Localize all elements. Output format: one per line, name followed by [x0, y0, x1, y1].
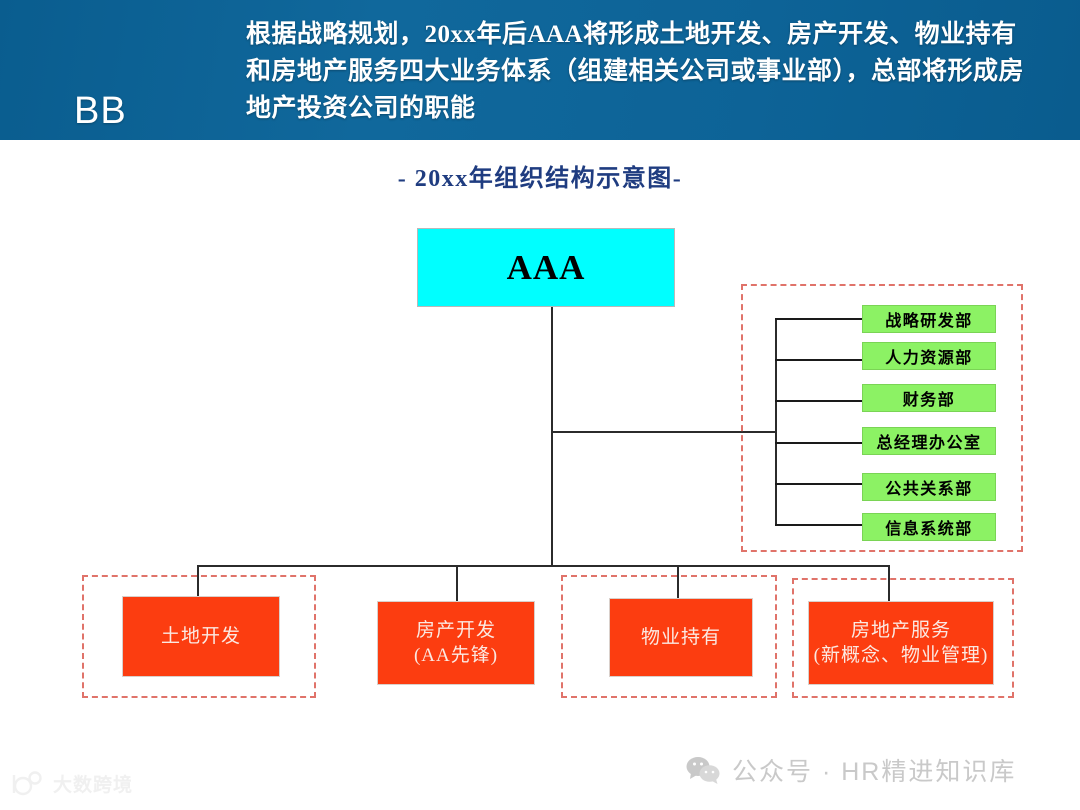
- connector-biz-drop-1: [197, 565, 199, 596]
- org-node-business-4[interactable]: 房地产服务 (新概念、物业管理): [808, 601, 994, 685]
- site-logo-label: 大数跨境: [53, 775, 134, 796]
- connector-root-stem: [551, 307, 553, 566]
- connector-biz-drop-4: [888, 565, 890, 601]
- org-node-dept-4[interactable]: 总经理办公室: [862, 427, 996, 455]
- org-node-business-2[interactable]: 房产开发 (AA先锋): [377, 601, 535, 685]
- slide-header: [0, 0, 1080, 140]
- org-node-root-label: AAA: [506, 247, 586, 287]
- connector-biz-drop-2: [456, 565, 458, 601]
- business-unit-1-frame: [82, 575, 316, 698]
- org-node-business-3[interactable]: 物业持有: [609, 598, 753, 677]
- business-unit-4-frame: [792, 578, 1014, 698]
- connector-business-bus: [197, 565, 889, 567]
- connector-dept-5: [775, 483, 863, 485]
- org-node-dept-5-label: 公共关系部: [885, 481, 973, 498]
- connector-dept-1: [775, 318, 863, 320]
- org-node-dept-1[interactable]: 战略研发部: [862, 305, 996, 333]
- header-title: 根据战略规划，20xx年后AAA将形成土地开发、房产开发、物业持有和房地产服务四…: [246, 21, 1025, 122]
- wechat-watermark-label: 公众号 · HR精进知识库: [732, 758, 1017, 786]
- brand-logo-text: BB: [74, 90, 127, 132]
- org-node-business-4-sublabel: (新概念、物业管理): [813, 645, 989, 666]
- wechat-icon: [686, 756, 720, 784]
- org-node-business-1[interactable]: 土地开发: [122, 596, 280, 677]
- org-node-business-3-label: 物业持有: [640, 627, 721, 648]
- org-node-dept-6[interactable]: 信息系统部: [862, 513, 996, 541]
- wechat-watermark: 公众号 · HR精进知识库: [686, 752, 1016, 788]
- departments-group-frame: [741, 284, 1023, 552]
- business-unit-3-frame: [561, 575, 777, 698]
- connector-dept-3: [775, 400, 863, 402]
- org-node-dept-2-label: 人力资源部: [885, 350, 973, 367]
- connector-to-departments: [551, 431, 777, 433]
- connector-biz-drop-3: [677, 565, 679, 598]
- org-node-dept-3-label: 财务部: [902, 392, 956, 409]
- org-node-business-1-label: 土地开发: [160, 626, 241, 647]
- site-logo-watermark: 大数跨境: [10, 770, 133, 797]
- chart-subtitle: - 20xx年组织结构示意图-: [397, 166, 683, 192]
- org-node-dept-2[interactable]: 人力资源部: [862, 342, 996, 370]
- connector-dept-2: [775, 359, 863, 361]
- org-node-dept-4-label: 总经理办公室: [876, 435, 982, 452]
- header-divider: [0, 140, 1080, 144]
- connector-dept-6: [775, 524, 863, 526]
- org-node-business-2-label: 房产开发: [415, 620, 496, 641]
- dashu-logo-icon: [10, 770, 46, 797]
- connector-departments-trunk: [775, 318, 777, 525]
- org-node-dept-1-label: 战略研发部: [885, 313, 973, 330]
- org-node-business-4-label: 房地产服务: [850, 620, 951, 641]
- org-node-root[interactable]: AAA: [417, 228, 675, 307]
- connector-dept-4: [775, 442, 863, 444]
- org-node-dept-6-label: 信息系统部: [885, 521, 973, 538]
- org-node-dept-3[interactable]: 财务部: [862, 384, 996, 412]
- org-node-dept-5[interactable]: 公共关系部: [862, 473, 996, 501]
- org-node-business-2-sublabel: (AA先锋): [413, 645, 499, 666]
